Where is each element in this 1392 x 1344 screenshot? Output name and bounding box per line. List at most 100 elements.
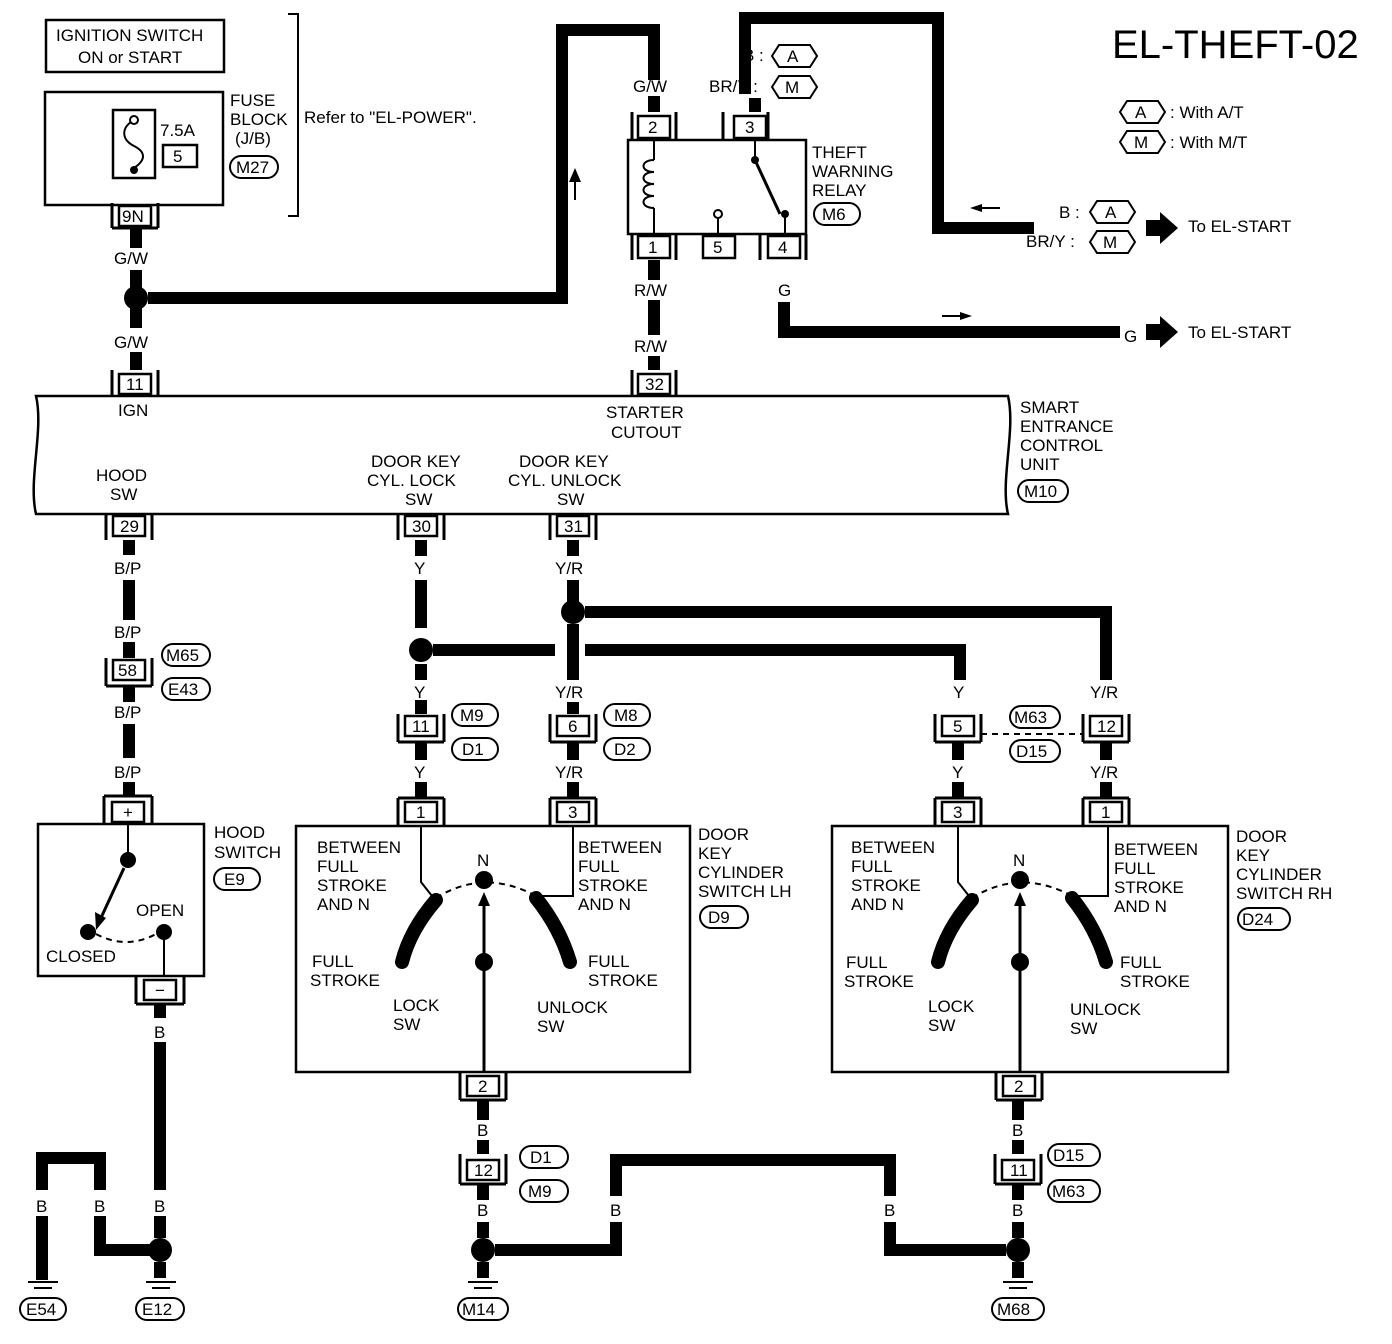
to-start-b-code: A [1105,203,1117,222]
lh-between-left-3: STROKE [317,876,387,895]
unit-ign-label: IGN [118,401,148,420]
rh-between-left-4: AND N [851,895,904,914]
rh-lock-wire2-color: Y [952,763,963,782]
relay-terminal-5: 5 [713,238,722,257]
ground-e12: E12 [142,1300,172,1319]
lh-terminal-12: 12 [474,1161,493,1180]
to-start-bry-color: BR/Y : [1026,232,1075,251]
ignition-switch-box [44,18,226,74]
relay-contact-icon [753,159,782,215]
unit-starter-label2: CUTOUT [611,423,682,442]
rh-connector-d15: D15 [1016,742,1047,761]
hood-switch-closed: CLOSED [46,947,116,966]
lh-unlock-wire2-color: Y/R [555,683,583,702]
ign-wire-bottom-color: G/W [114,333,148,352]
rh-unlock-sw-2: SW [1070,1019,1097,1038]
rh-between-right-2: FULL [1114,859,1156,878]
lh-terminal-2: 2 [478,1077,487,1096]
lh-to-rh-unlock-wire [585,606,1112,680]
lh-between-left-4: AND N [317,895,370,914]
ground-m68-icon [1003,1281,1033,1289]
lh-ground-connector-d1: D1 [530,1148,552,1167]
rh-connector: D24 [1242,910,1273,929]
lh-lock-wire1-color: Y [414,559,425,578]
rh-ground-wire2-color: B [1012,1201,1023,1220]
unit-lock-label1: DOOR KEY [371,452,461,471]
unit-terminal-11: 11 [126,375,144,394]
relay-t3-m-color: BR/Y : [709,77,758,96]
relay-terminal-3: 3 [745,118,754,137]
rh-label4: SWITCH RH [1236,884,1332,903]
lh-full-left-1: FULL [312,952,354,971]
smart-entrance-control-unit [32,394,1012,516]
diagram-title: EL-THEFT-02 [1112,23,1359,67]
unit-lock-label3: SW [405,490,432,509]
relay-label1: THEFT [812,143,867,162]
lh-unlock-arc-icon [529,891,577,969]
relay-coil-icon [642,159,655,209]
unit-label3: CONTROL [1020,436,1103,455]
lh-to-rh-lock-wire [433,644,966,680]
unit-unlock-label1: DOOR KEY [519,452,609,471]
rh-between-right-1: BETWEEN [1114,840,1198,859]
lh-n-label: N [477,851,489,870]
lh-terminal-3: 3 [568,803,577,822]
hood-wire4-color: B/P [114,763,141,782]
hood-connector-e43: E43 [168,680,198,699]
rh-unlock-terminal-12: 12 [1097,717,1116,736]
lh-between-right-1: BETWEEN [578,838,662,857]
rh-full-left-2: STROKE [844,972,914,991]
unit-terminal-30: 30 [412,517,431,536]
fuse-block-label3: (J/B) [235,129,271,148]
lh-lock-connector-m9: M9 [460,706,484,725]
lh-label3: CYLINDER [698,863,784,882]
hood-connector-m65: M65 [166,646,199,665]
ground-e54: E54 [26,1300,56,1319]
arrow-right-icon-2 [1146,212,1178,244]
lh-full-right-1: FULL [588,952,630,971]
lh-between-right-3: STROKE [578,876,648,895]
lh-unlock-sw-2: SW [537,1017,564,1036]
rh-full-right-2: STROKE [1120,972,1190,991]
rh-full-right-1: FULL [1120,953,1162,972]
lh-between-left-1: BETWEEN [317,838,401,857]
fuse-element-icon [123,119,144,169]
lh-switch-box [294,824,692,1074]
rh-unlock-sw-1: UNLOCK [1070,1000,1142,1019]
refer-el-power: Refer to "EL-POWER". [304,108,477,127]
lh-ground-wire2-color: B [477,1201,488,1220]
unit-terminal-32: 32 [645,375,664,394]
relay-label3: RELAY [812,181,867,200]
hood-switch-label2: SWITCH [214,843,281,862]
to-start-g-text: To EL-START [1188,323,1291,342]
unit-connector: M10 [1024,482,1057,501]
rh-terminal-3: 3 [953,803,962,822]
lh-unlock-connector-d2: D2 [614,740,636,759]
hood-switch-label1: HOOD [214,823,265,842]
rh-between-left-1: BETWEEN [851,838,935,857]
ground-m68: M68 [997,1300,1030,1319]
unit-unlock-label2: CYL. UNLOCK [508,471,622,490]
fuse-number: 5 [173,147,182,166]
fuse-rating: 7.5A [160,121,196,140]
lh-unlock-wire3-color: Y/R [555,763,583,782]
relay-t3-a-color: B : [743,46,764,65]
relay-terminal-1: 1 [648,238,657,257]
lh-label2: KEY [698,844,732,863]
rh-unlock-wire1-color: Y/R [1090,683,1118,702]
hood-ground-wire-color: B [154,1023,165,1042]
lh-unlock-sw-1: UNLOCK [537,998,609,1017]
relay-feed-wire [148,24,660,304]
ground-e12-wire-color: B [154,1197,165,1216]
hood-switch-plus: + [123,803,133,822]
lh-between-right-4: AND N [578,895,631,914]
lh-ground-wire1-color: B [477,1121,488,1140]
ign-wire-top-color: G/W [114,249,148,268]
relay-t1-wire-color-b: R/W [634,337,667,356]
rh-lock-wire1-color: Y [953,683,964,702]
legend-a-text: : With A/T [1170,103,1244,122]
rh-between-left-3: STROKE [851,876,921,895]
lh-full-left-2: STROKE [310,971,380,990]
hood-switch-contact-icon [98,867,126,921]
